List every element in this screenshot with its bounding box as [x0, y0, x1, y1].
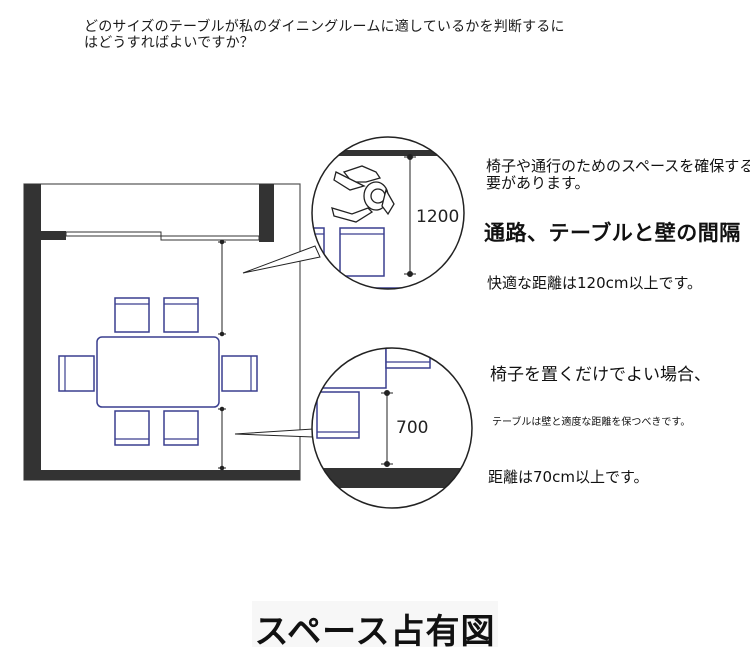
note-aisle-distance: 快適な距離は120cm以上です。: [487, 274, 702, 292]
chair-bottom-right: [163, 410, 199, 446]
note-chair-space: 椅子や通行のためのスペースを確保する必 要があります。: [486, 158, 750, 192]
callout-pointer-lower: [234, 428, 314, 438]
note-chair-only: 椅子を置くだけでよい場合、: [490, 365, 711, 385]
room-outline: [23, 183, 301, 481]
top-partition: [41, 231, 66, 240]
right-wall-stub: [259, 184, 274, 242]
question-text: どのサイズのテーブルが私のダイニングルームに適しているかを判断するに はどうすれ…: [84, 19, 644, 51]
floor-plan: [23, 183, 301, 481]
caption-background: [252, 601, 498, 647]
diagram-caption: スペース占有図: [254, 612, 496, 652]
dimension-upper-label: 1200: [416, 207, 459, 227]
sliding-door: [65, 231, 260, 241]
note-aisle-heading: 通路、テーブルと壁の間隔: [484, 221, 741, 245]
bottom-wall: [24, 470, 300, 480]
left-wall: [24, 184, 41, 480]
chair-bottom-left: [114, 410, 150, 446]
plan-dimension-lower: [218, 406, 226, 471]
note-chair-distance: 距離は70cm以上です。: [488, 468, 649, 486]
chair-top-right: [163, 297, 199, 333]
note-wall-gap: テーブルは壁と適度な距離を保つべきです。: [492, 417, 691, 428]
callout-pointer-upper: [242, 245, 321, 274]
chair-top-left: [114, 297, 150, 333]
dimension-lower-label: 700: [396, 418, 428, 438]
chair-left: [58, 355, 95, 392]
dining-table: [96, 336, 220, 408]
chair-right: [221, 355, 258, 392]
note-chair-space-line-1: 椅子や通行のためのスペースを確保する必: [486, 157, 750, 175]
person-icon: [331, 165, 395, 223]
magnify-circle-upper: 1200: [311, 136, 465, 290]
dimension-upper: [404, 154, 416, 277]
note-chair-space-line-2: 要があります。: [486, 174, 590, 192]
question-line-1: どのサイズのテーブルが私のダイニングルームに適しているかを判断するに: [84, 19, 565, 35]
plan-dimension-upper: [218, 239, 226, 337]
magnify-circle-lower: 700: [311, 347, 473, 509]
question-line-2: はどうすればよいですか？: [84, 35, 254, 51]
dimension-lower: [381, 390, 393, 467]
